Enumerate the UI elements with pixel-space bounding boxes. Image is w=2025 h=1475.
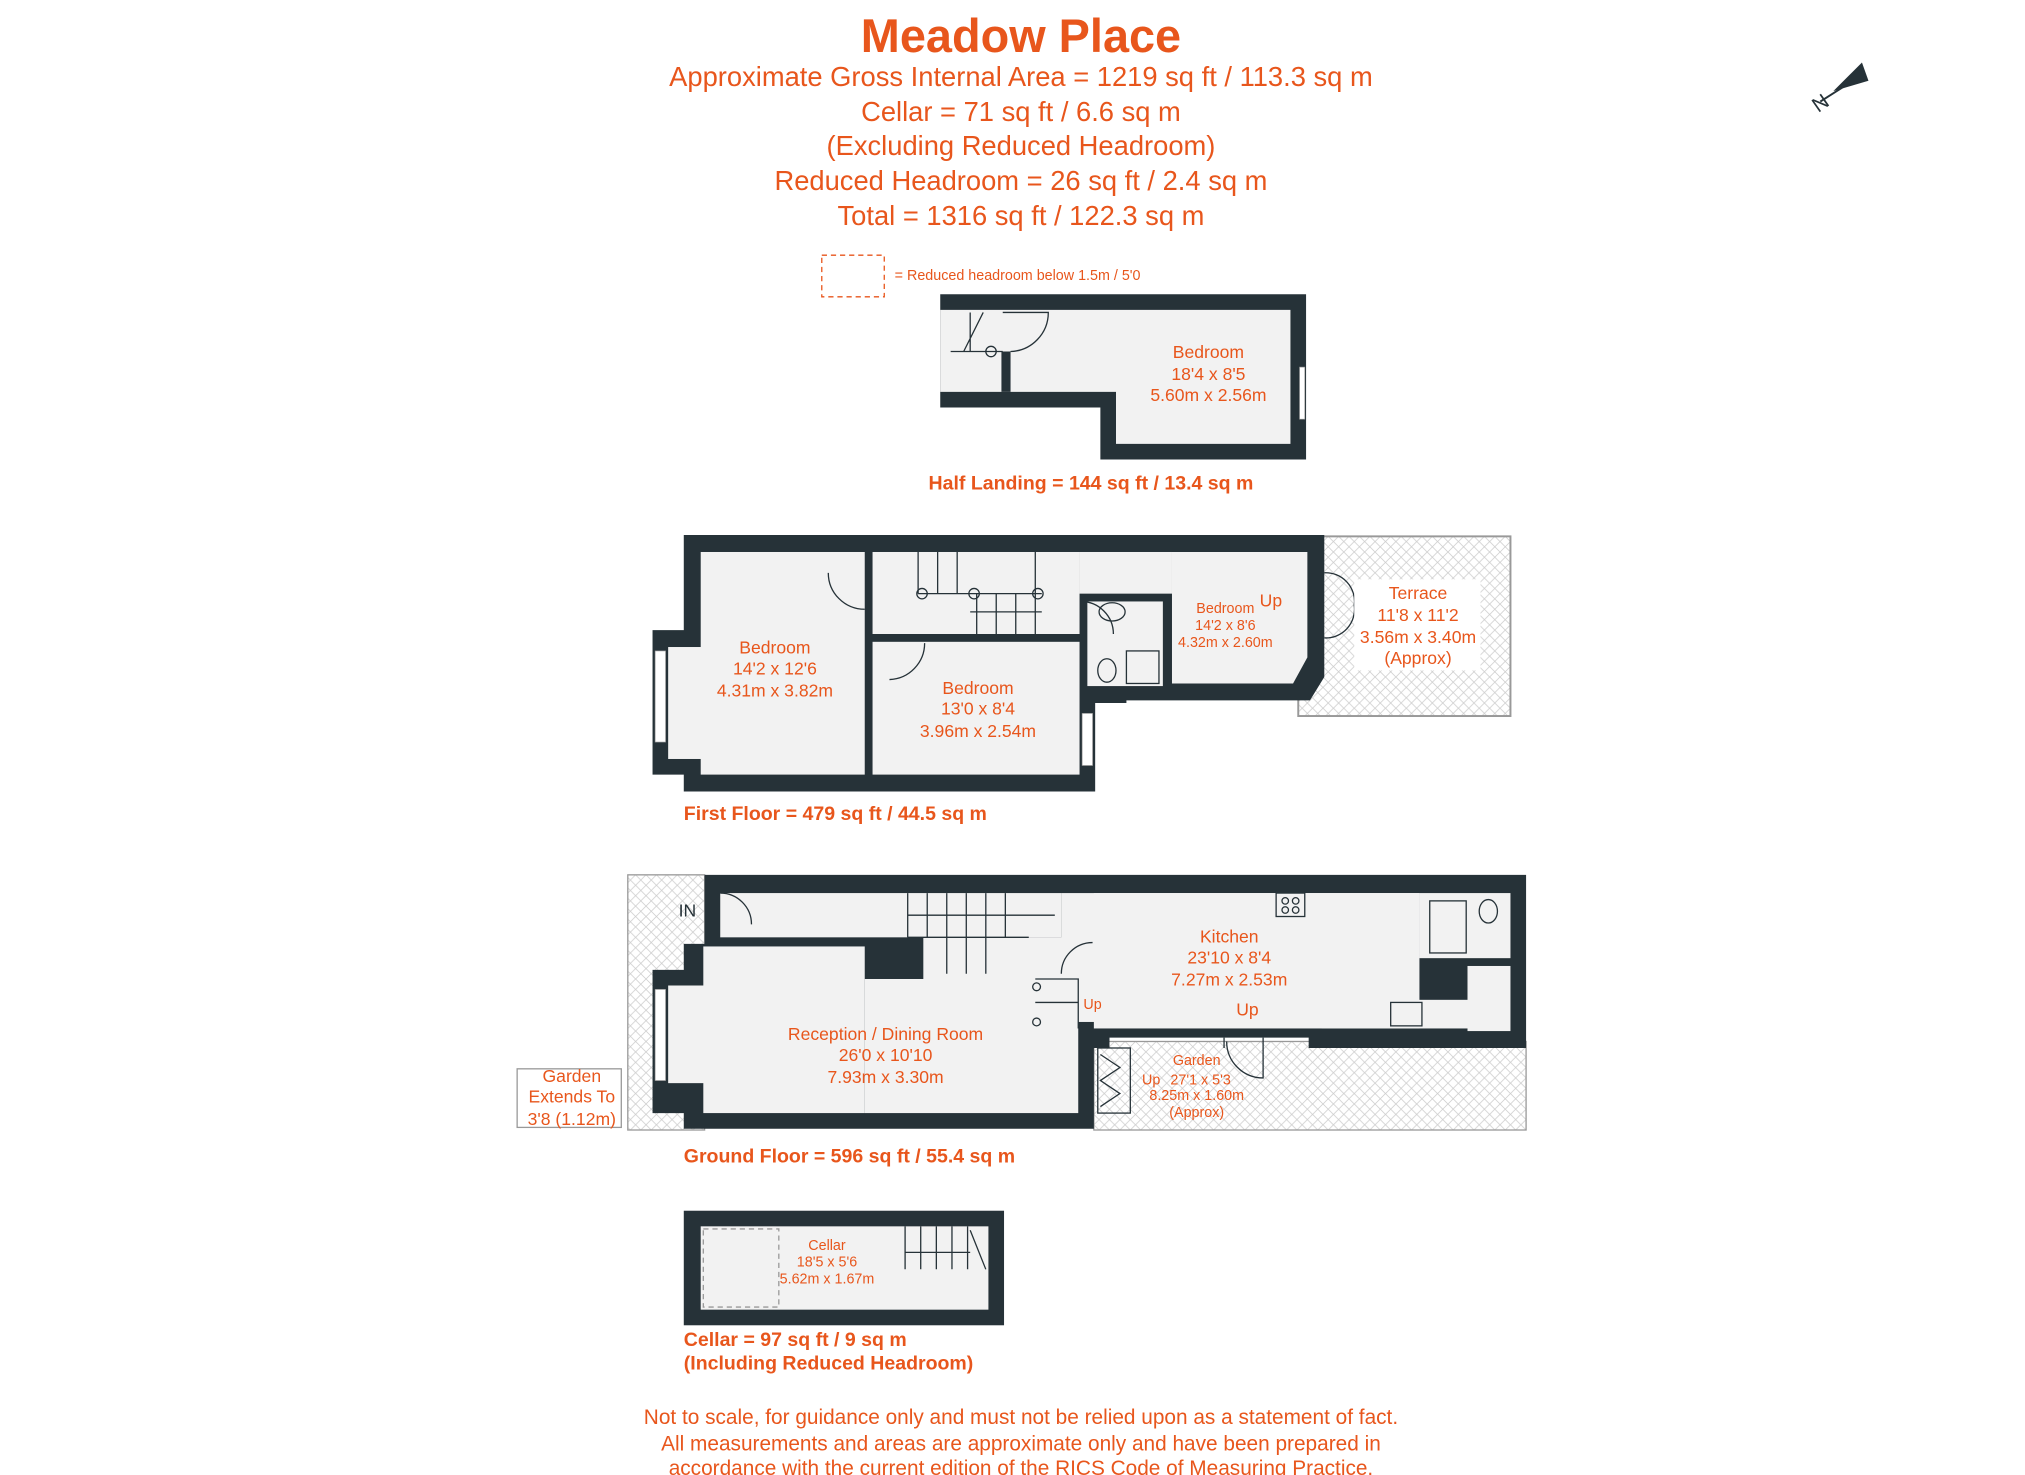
room-bedroom: Bedroom 18'4 x 8'5 5.60m x 2.56m <box>1150 342 1266 405</box>
half-landing-plan: Bedroom 18'4 x 8'5 5.60m x 2.56m Half La… <box>929 294 1307 494</box>
room-reception: Reception / Dining Room 26'0 x 10'10 7.9… <box>788 1024 983 1087</box>
room-name: Cellar <box>808 1238 846 1254</box>
room-note: (Approx) <box>1384 648 1451 668</box>
entrance-label: IN <box>679 901 697 921</box>
window <box>654 989 666 1081</box>
room-metric: 3.96m x 2.54m <box>920 721 1036 741</box>
room-metric: 5.60m x 2.56m <box>1150 385 1266 405</box>
room-metric: 7.93m x 3.30m <box>827 1067 943 1087</box>
window <box>654 650 666 743</box>
room-imperial: 11'8 x 11'2 <box>1377 605 1458 625</box>
compass-icon: N <box>1808 62 1869 117</box>
cellar-area: Cellar = 97 sq ft / 9 sq m <box>684 1329 907 1351</box>
room-name: Terrace <box>1389 583 1448 603</box>
compass-label: N <box>1808 90 1834 117</box>
note-line: Extends To <box>529 1087 616 1107</box>
room-imperial: 18'4 x 8'5 <box>1171 364 1245 384</box>
room-garden: Garden 27'1 x 5'3 8.25m x 1.60m (Approx) <box>1149 1053 1244 1121</box>
room-imperial: 14'2 x 8'6 <box>1195 618 1255 634</box>
garden-area <box>1093 1040 1527 1131</box>
room-name: Kitchen <box>1200 927 1259 947</box>
room-name: Bedroom <box>1173 342 1244 362</box>
half-landing-area: Half Landing = 144 sq ft / 13.4 sq m <box>929 472 1254 494</box>
room-note: (Approx) <box>1169 1105 1224 1121</box>
disclaimer-line: accordance with the current edition of t… <box>669 1457 1374 1475</box>
room-name: Bedroom <box>1196 601 1254 617</box>
room-metric: 7.27m x 2.53m <box>1171 970 1287 990</box>
disclaimer-line: Not to scale, for guidance only and must… <box>644 1406 1398 1429</box>
room-metric: 4.32m x 2.60m <box>1178 635 1273 651</box>
header: Meadow Place Approximate Gross Internal … <box>669 10 1373 231</box>
reduced-headroom-swatch <box>821 254 885 298</box>
first-floor-area: First Floor = 479 sq ft / 44.5 sq m <box>684 803 987 825</box>
room-imperial: 14'2 x 12'6 <box>733 658 817 678</box>
window <box>1299 366 1306 420</box>
reduced-headroom-area <box>702 1228 780 1308</box>
disclaimer-line: All measurements and areas are approxima… <box>661 1432 1381 1455</box>
room-metric: 8.25m x 1.60m <box>1149 1088 1244 1104</box>
room-terrace: Terrace 11'8 x 11'2 3.56m x 3.40m (Appro… <box>1354 579 1481 671</box>
header-line: Approximate Gross Internal Area = 1219 s… <box>669 61 1373 92</box>
disclaimer: Not to scale, for guidance only and must… <box>644 1406 1398 1475</box>
room-imperial: 13'0 x 8'4 <box>941 699 1015 719</box>
room-name: Bedroom <box>942 678 1013 698</box>
room-imperial: 27'1 x 5'3 <box>1170 1072 1230 1088</box>
up-label: Up <box>1142 1072 1160 1088</box>
ground-floor-plan: IN Reception / Dining Room 26'0 x 10'10 … <box>516 874 1527 1168</box>
room-metric: 5.62m x 1.67m <box>780 1272 875 1288</box>
room-metric: 3.56m x 3.40m <box>1360 627 1476 647</box>
ground-floor-area: Ground Floor = 596 sq ft / 55.4 sq m <box>684 1146 1015 1168</box>
legend-text: = Reduced headroom below 1.5m / 5'0 <box>895 268 1141 284</box>
room-bedroom-3: Bedroom 14'2 x 8'6 4.32m x 2.60m <box>1178 601 1273 651</box>
room-name: Garden <box>1173 1053 1221 1069</box>
up-label: Up <box>1236 999 1259 1019</box>
room-name: Bedroom <box>739 638 810 658</box>
room-bedroom-1: Bedroom 14'2 x 12'6 4.31m x 3.82m <box>717 638 833 701</box>
page-title: Meadow Place <box>861 10 1181 62</box>
cellar-area-note: (Including Reduced Headroom) <box>684 1353 974 1375</box>
room-imperial: 18'5 x 5'6 <box>797 1255 857 1271</box>
note-line: Garden <box>543 1066 602 1086</box>
room-cellar: Cellar 18'5 x 5'6 5.62m x 1.67m <box>780 1238 875 1288</box>
up-label: Up <box>1260 591 1283 611</box>
room-imperial: 26'0 x 10'10 <box>839 1045 933 1065</box>
up-label: Up <box>1083 997 1101 1013</box>
garden-extends-note: Garden Extends To 3'8 (1.12m) <box>516 1066 622 1129</box>
room-kitchen: Kitchen 23'10 x 8'4 7.27m x 2.53m <box>1171 927 1287 990</box>
first-floor-plan: Bedroom 14'2 x 12'6 4.31m x 3.82m Bedroo… <box>652 535 1512 825</box>
room-metric: 4.31m x 3.82m <box>717 680 833 700</box>
header-line: Total = 1316 sq ft / 122.3 sq m <box>838 200 1205 231</box>
header-line: Reduced Headroom = 26 sq ft / 2.4 sq m <box>774 165 1267 196</box>
header-line: (Excluding Reduced Headroom) <box>827 130 1216 161</box>
room-name: Reception / Dining Room <box>788 1024 983 1044</box>
cellar-plan: Cellar 18'5 x 5'6 5.62m x 1.67m Cellar =… <box>683 1210 1005 1375</box>
note-line: 3'8 (1.12m) <box>528 1109 616 1129</box>
window <box>1081 713 1093 766</box>
header-line: Cellar = 71 sq ft / 6.6 sq m <box>861 96 1181 127</box>
legend: = Reduced headroom below 1.5m / 5'0 <box>821 254 1141 298</box>
room-bedroom-2: Bedroom 13'0 x 8'4 3.96m x 2.54m <box>920 678 1036 741</box>
room-imperial: 23'10 x 8'4 <box>1187 947 1271 967</box>
